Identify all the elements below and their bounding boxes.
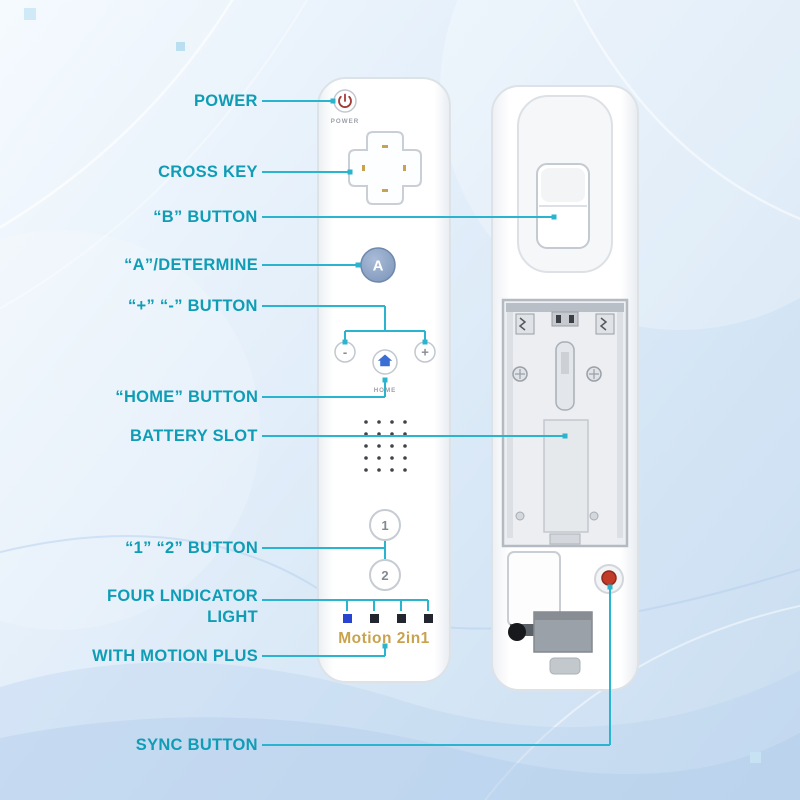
screw-icon bbox=[512, 366, 528, 382]
a-button-label: A bbox=[373, 258, 384, 275]
label-sync-button: SYNC BUTTON bbox=[135, 735, 258, 754]
label-b-button: “B” BUTTON bbox=[153, 207, 258, 226]
brand-text: Motion 2in1 bbox=[338, 630, 430, 647]
plus-button: + bbox=[414, 341, 436, 363]
label-home-button: “HOME” BUTTON bbox=[115, 387, 258, 406]
cross-key-dpad bbox=[348, 131, 422, 205]
two-button: 2 bbox=[369, 559, 401, 591]
label-battery-slot: BATTERY SLOT bbox=[130, 426, 258, 445]
bottom-tab bbox=[549, 657, 581, 675]
plus-label: + bbox=[421, 345, 429, 360]
decor-square bbox=[176, 42, 185, 51]
led-indicator-4 bbox=[424, 614, 433, 623]
label-plus-minus: “+” “-” BUTTON bbox=[128, 296, 258, 315]
screw-icon bbox=[586, 366, 602, 382]
power-icon bbox=[338, 93, 352, 108]
speaker-grille bbox=[364, 420, 407, 472]
a-button: A bbox=[360, 247, 396, 283]
sync-button bbox=[601, 570, 617, 586]
label-motion-plus: WITH MOTION PLUS bbox=[92, 646, 258, 665]
strap-hole bbox=[508, 623, 526, 641]
led-indicator-3 bbox=[397, 614, 406, 623]
minus-button: - bbox=[334, 341, 356, 363]
decor-square bbox=[750, 752, 761, 763]
minus-label: - bbox=[343, 345, 347, 360]
label-power: POWER bbox=[194, 91, 258, 110]
label-indicator-light: FOUR LNDICATOR LIGHT bbox=[107, 586, 258, 626]
led-indicator-2 bbox=[370, 614, 379, 623]
home-icon bbox=[377, 354, 393, 367]
decor-square bbox=[24, 8, 36, 20]
label-a-determine: “A”/DETERMINE bbox=[124, 255, 258, 274]
two-label: 2 bbox=[381, 568, 388, 583]
power-caption: POWER bbox=[331, 118, 359, 125]
controller-back bbox=[491, 85, 639, 691]
center-slot bbox=[555, 341, 575, 411]
label-one-two-button: “1” “2” BUTTON bbox=[125, 538, 258, 557]
inner-panel bbox=[543, 419, 589, 533]
controller-front: POWER A - HOME + bbox=[317, 77, 451, 683]
home-caption: HOME bbox=[374, 387, 397, 394]
power-button: POWER bbox=[331, 89, 359, 125]
led-indicator-1 bbox=[343, 614, 352, 623]
one-button: 1 bbox=[369, 509, 401, 541]
b-trigger-button bbox=[536, 163, 590, 249]
one-label: 1 bbox=[381, 518, 388, 533]
label-cross-key: CROSS KEY bbox=[158, 162, 258, 181]
battery-contacts bbox=[515, 311, 615, 335]
battery-compartment bbox=[501, 298, 629, 548]
